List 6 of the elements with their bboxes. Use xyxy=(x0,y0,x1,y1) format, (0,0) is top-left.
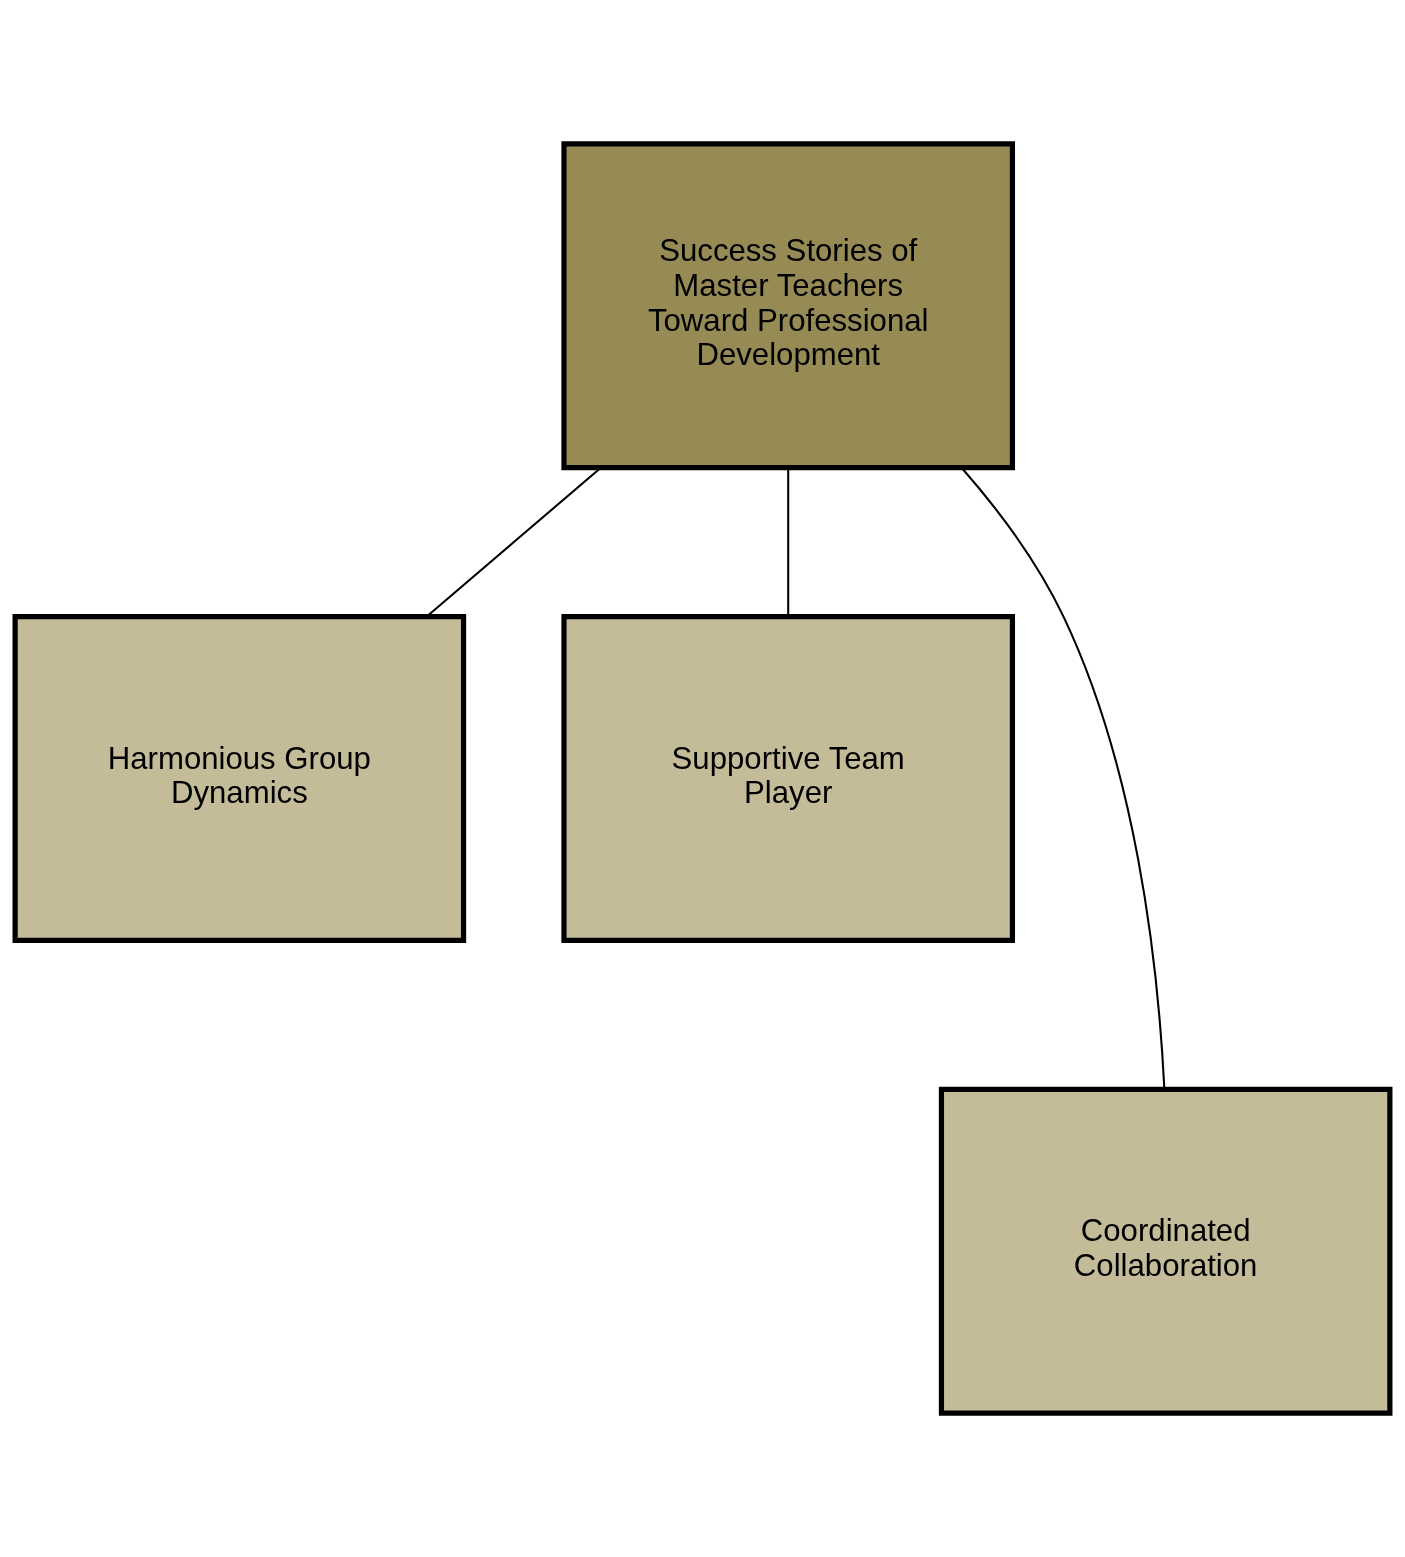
node-box: Coordinated Collaboration xyxy=(938,1086,1393,1416)
node-box: Supportive Team Player xyxy=(561,614,1016,943)
node-box: Harmonious Group Dynamics xyxy=(12,614,467,943)
node-box: Success Stories of Master Teachers Toward Professional Development xyxy=(561,141,1016,471)
connector xyxy=(961,467,1166,1089)
connector xyxy=(787,467,790,617)
